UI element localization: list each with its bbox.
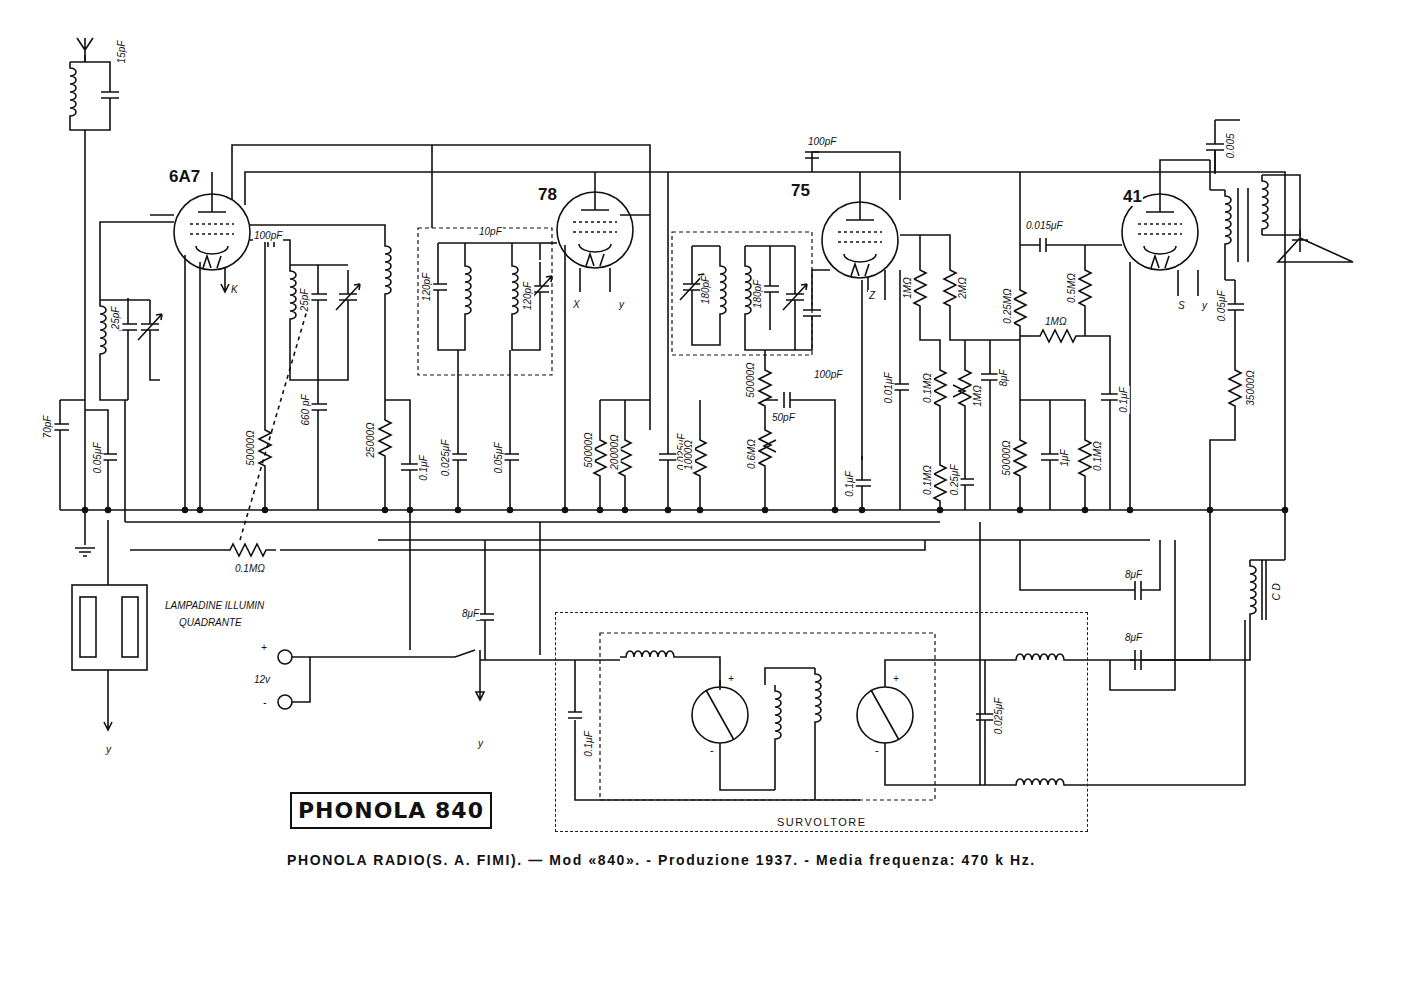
component-value: y [477, 738, 484, 750]
component-value: 0.01μF [883, 371, 895, 404]
node-text: PHONOLA 840 [298, 798, 484, 823]
component-value: 50000Ω [1001, 439, 1013, 476]
component-value: 20000Ω [609, 433, 621, 470]
component-value: y [1201, 300, 1208, 312]
component-value: 70pF [42, 415, 54, 440]
component-value: 50000Ω [745, 361, 757, 398]
component-value: 8μF [998, 368, 1010, 387]
component-value: LAMPADINE ILLUMIN [164, 600, 265, 612]
component-value: 0.025μF [993, 697, 1005, 736]
tube-type: 75 [790, 181, 811, 200]
tube-type: 41 [1122, 187, 1143, 206]
component-value: 0.1μF [418, 454, 430, 482]
component-value: y [618, 299, 625, 311]
component-value: 8μF [1124, 569, 1143, 581]
component-value: 0.05μF [92, 441, 104, 474]
component-value: 25000Ω [365, 421, 377, 458]
component-value: 0.1MΩ [1092, 440, 1104, 472]
component-value: 0.25MΩ [1002, 287, 1014, 324]
component-value: 0.015μF [1025, 220, 1064, 232]
component-value: 0.005 [1225, 132, 1237, 159]
component-value: 8μF [461, 608, 480, 620]
component-value: 10pF [478, 226, 503, 238]
node-text: SURVOLTORE [774, 816, 870, 828]
component-value: 0.05μF [1216, 289, 1228, 322]
component-value: 0.1μF [583, 730, 595, 758]
component-value: 35000Ω [1245, 369, 1257, 406]
component-value: 0.05μF [493, 441, 505, 474]
component-value: 8μF [1124, 632, 1143, 644]
component-value: 0.25μF [949, 463, 961, 496]
component-value: 1MΩ [972, 384, 984, 408]
component-value: 0.6MΩ [746, 438, 758, 470]
component-value: - [709, 745, 714, 757]
component-value: 1MΩ [902, 276, 914, 300]
component-value: QUADRANTE [178, 617, 243, 629]
tube-type: 6A7 [168, 167, 201, 186]
component-value: 12v [253, 674, 271, 686]
component-value: X [572, 299, 581, 311]
circuit-wiring [51, 38, 1353, 800]
component-value: 120pF [522, 281, 534, 311]
tube-type: 78 [537, 185, 558, 204]
component-value: 180pF [700, 275, 712, 305]
component-value: 0.5MΩ [1066, 272, 1078, 304]
component-value: 100pF [807, 136, 837, 148]
component-value: + [260, 642, 268, 654]
component-value: y [105, 744, 112, 756]
component-value: 0.1μF [1118, 386, 1130, 414]
component-value: - [262, 697, 267, 709]
component-value: 0.1MΩ [922, 464, 934, 496]
component-value: S [1177, 300, 1186, 312]
component-value: 25pF [299, 288, 311, 313]
component-value: 50pF [771, 412, 796, 424]
component-value: 0.025μF [440, 439, 452, 478]
caption-text: PHONOLA RADIO(S. A. FIMI). — Mod «840». … [287, 852, 1036, 868]
model-title-box: PHONOLA 840 [290, 792, 492, 829]
component-value: 1MΩ [1044, 316, 1068, 328]
component-value: 1μF [1059, 448, 1071, 467]
component-value: 0.1MΩ [922, 372, 934, 404]
component-value: 50000Ω [245, 429, 257, 466]
converter-region: SURVOLTORE [555, 612, 1088, 832]
component-value: + [727, 673, 735, 685]
component-value: 0.1MΩ [234, 563, 266, 575]
component-value: + [892, 673, 900, 685]
component-value: 180pF [752, 279, 764, 309]
component-value: Z [868, 290, 876, 302]
component-value: 25pF [110, 306, 122, 331]
component-value: 0.1μF [844, 470, 856, 498]
component-value: 100pF [253, 230, 283, 242]
component-value: 2MΩ [957, 276, 969, 300]
component-value: 660 pF [300, 393, 312, 426]
component-value: 15pF [116, 40, 128, 65]
component-value: 100pF [813, 369, 843, 381]
component-value: 50000Ω [583, 431, 595, 468]
component-value: - [874, 745, 879, 757]
component-value: K [230, 284, 239, 296]
component-value: 120pF [421, 272, 433, 302]
component-value: 1000Ω [683, 439, 695, 471]
component-value: C D [1271, 582, 1283, 601]
